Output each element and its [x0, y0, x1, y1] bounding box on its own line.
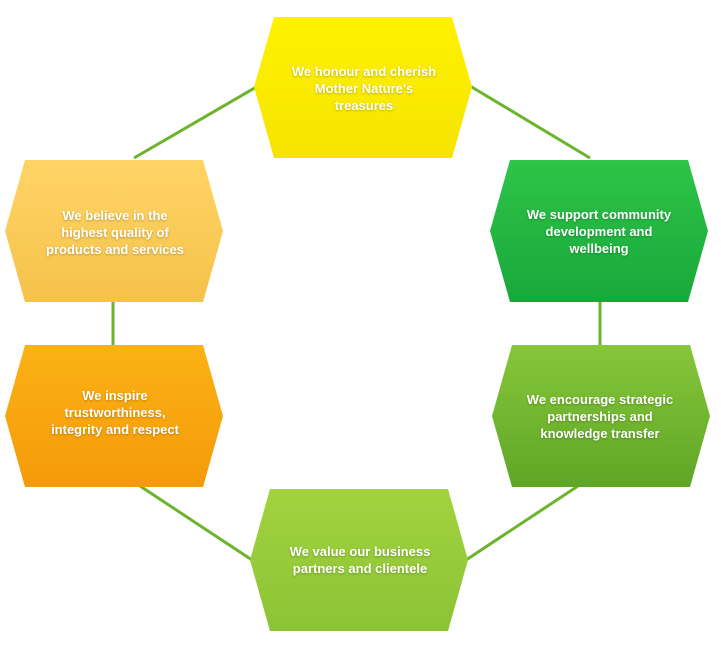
hexagon-trust [5, 345, 223, 487]
hexagon-community [490, 160, 708, 302]
value-nature-text: We honour and cherish Mother Nature's tr… [291, 63, 437, 113]
value-trust-text: We inspire trustworthiness, integrity an… [51, 387, 179, 437]
hexagon-partnerships [492, 345, 710, 487]
connectors [111, 84, 602, 562]
hexagon-clientele [250, 489, 468, 631]
value-community-text: We support community development and wel… [526, 206, 672, 256]
value-hexagons [5, 17, 710, 631]
value-quality-text: We believe in the highest quality of pro… [46, 207, 184, 257]
value-partnerships-text: We encourage strategic partnerships and … [526, 391, 674, 441]
connector-clientele-trust [139, 484, 253, 562]
value-clientele-text: We value our business partners and clien… [289, 544, 431, 576]
connector-quality-nature [133, 84, 259, 160]
hexagon-nature [254, 17, 472, 158]
connector-partnerships-clientele [465, 484, 579, 562]
hexagon-quality [5, 160, 223, 302]
connector-nature-community [469, 84, 591, 160]
